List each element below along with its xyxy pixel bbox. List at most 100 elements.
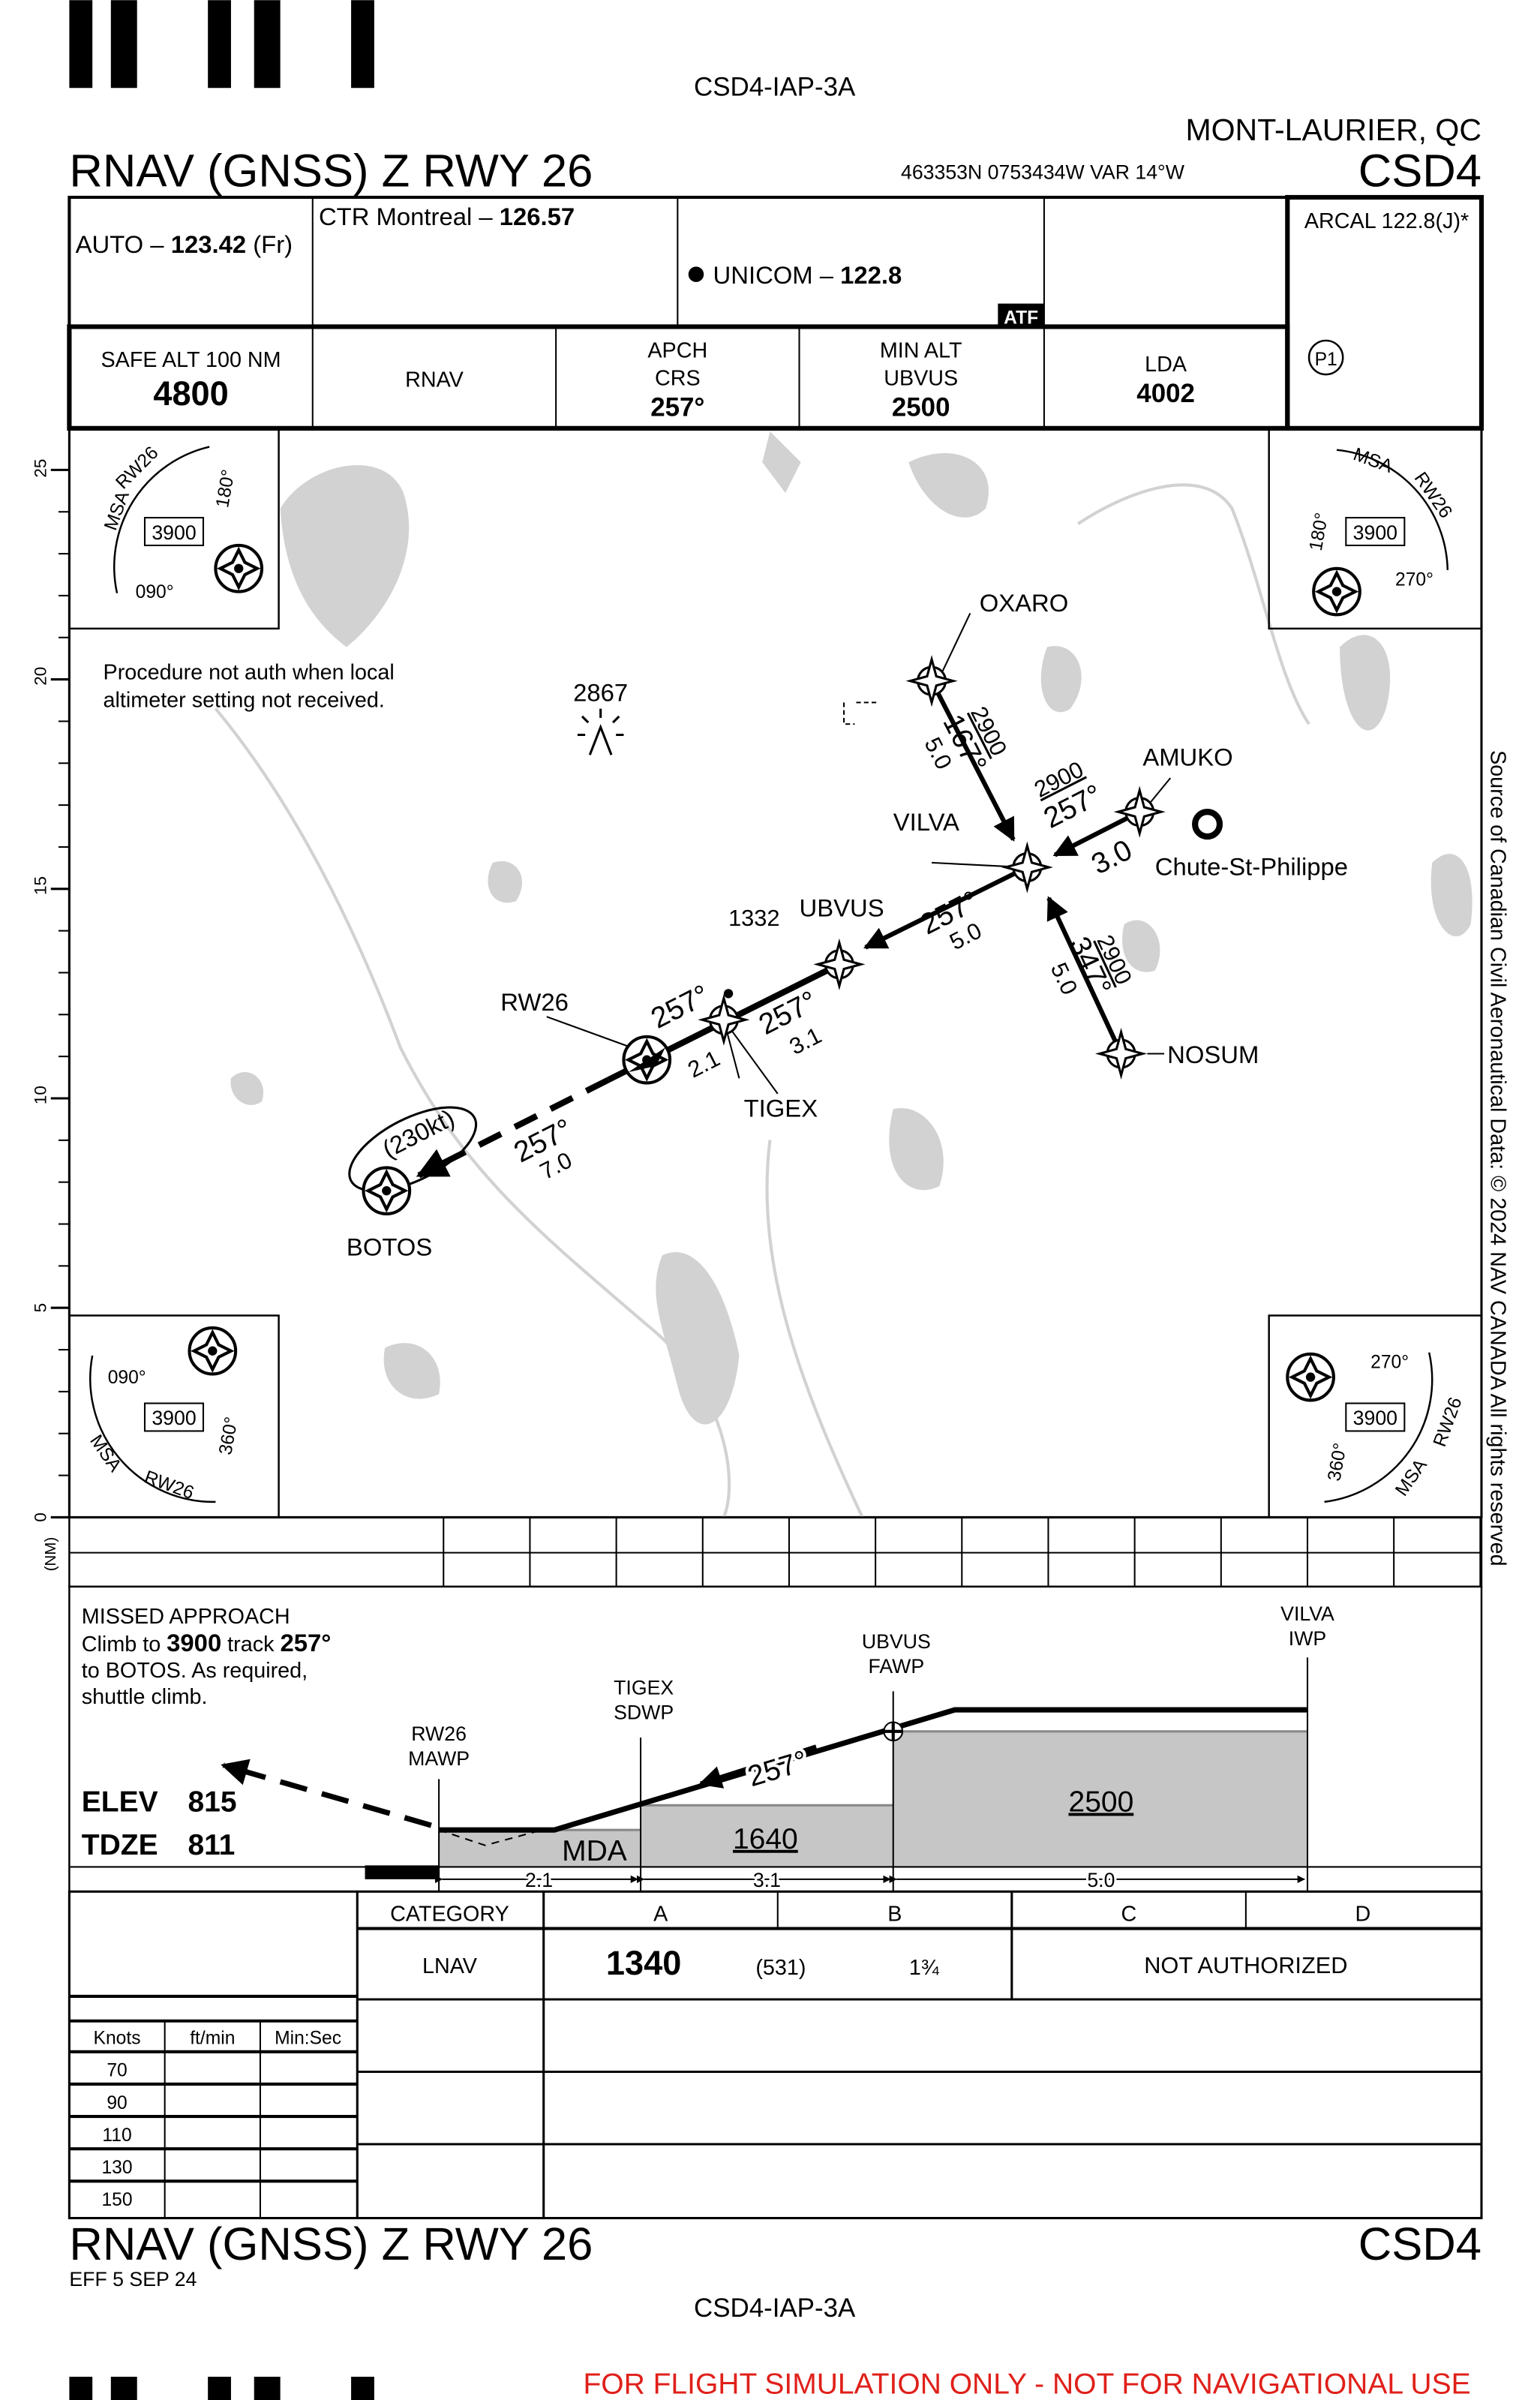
waypoint-nosum[interactable]: NOSUM xyxy=(1098,1031,1259,1077)
distance-label: 2.1 xyxy=(525,1869,553,1891)
procedure-note-line1: Procedure not auth when local xyxy=(104,661,395,685)
town-icon xyxy=(1192,809,1223,840)
fix-name: TIGEX xyxy=(614,1677,674,1699)
fix-role: FAWP xyxy=(869,1655,925,1678)
safe-alt-value: 4800 xyxy=(153,374,228,413)
missed-approach-title: MISSED APPROACH xyxy=(82,1605,290,1629)
speed-header: ft/min xyxy=(190,2029,235,2049)
category-d: D xyxy=(1355,1902,1371,1926)
mda-label: MDA xyxy=(562,1835,627,1867)
waypoint-label: VILVA xyxy=(893,808,959,836)
speed-row: 110 xyxy=(102,2125,131,2146)
category-header: CATEGORY xyxy=(390,1902,509,1926)
data-source: Source of Canadian Civil Aeronautical Da… xyxy=(1485,750,1509,1566)
pcl-icon xyxy=(688,266,704,282)
profile-grid-strip xyxy=(68,1516,1483,1588)
runway-bar xyxy=(365,1865,440,1879)
msa-bottom-left: 3900 090° 360° MSA RW26 xyxy=(68,1314,280,1518)
arcal-frequency: ARCAL 122.8(J)* xyxy=(1304,209,1469,233)
missed-approach-line2: to BOTOS. As required, xyxy=(82,1659,308,1683)
lnav-visibility: 1¾ xyxy=(909,1956,940,1980)
fix-name: RW26 xyxy=(411,1723,467,1745)
atf-badge xyxy=(998,303,1044,327)
cd-status: NOT AUTHORIZED xyxy=(1144,1952,1347,1978)
airport-symbol xyxy=(843,701,878,725)
scale-label: 25 xyxy=(32,459,50,478)
waypoint-rw26[interactable]: RW26 xyxy=(500,988,670,1083)
min-alt-label1: MIN ALT xyxy=(880,339,962,363)
tdze-value: 811 xyxy=(188,1829,235,1861)
msa-top-left: 3900 MSA RW26 090° 180° xyxy=(68,427,280,630)
elev-value: 815 xyxy=(188,1786,236,1819)
msa-label: MSA xyxy=(1391,1455,1431,1500)
missed-approach-line3: shuttle climb. xyxy=(82,1685,208,1709)
msa-alt: 3900 xyxy=(152,521,196,544)
leg-tigex-rw26-dist: 2.1 xyxy=(683,1045,724,1083)
obstacle-dot xyxy=(723,989,734,999)
category-a: A xyxy=(653,1902,668,1926)
msa-ref: RW26 xyxy=(112,443,162,493)
msa-label: MSA xyxy=(86,1431,125,1476)
msa-label: MSA xyxy=(1350,444,1395,477)
msa-alt: 3900 xyxy=(1353,1407,1397,1429)
waypoint-label: NOSUM xyxy=(1167,1041,1259,1068)
waypoint-label: TIGEX xyxy=(744,1095,818,1122)
waypoint-label: UBVUS xyxy=(800,894,884,922)
scale-label: 15 xyxy=(32,876,50,895)
distance-scale: 0 5 10 15 20 25 (NM) xyxy=(32,428,71,1572)
waypoint-vilva[interactable]: VILVA xyxy=(893,808,1050,891)
profile-view: MISSED APPROACH Climb to 3900 track 257°… xyxy=(68,1585,1483,1894)
footer-ident: CSD4 xyxy=(1358,2218,1481,2270)
msa-brg: 360° xyxy=(1324,1441,1350,1482)
lda-label: LDA xyxy=(1145,353,1187,377)
msa-ref: RW26 xyxy=(1430,1395,1466,1449)
msa-top-right: 3900 MSA RW26 270° 180° xyxy=(1268,427,1483,630)
lda-value: 4002 xyxy=(1136,379,1195,408)
waypoint-tigex[interactable]: TIGEX xyxy=(701,997,818,1122)
lighted-obstacle-icon xyxy=(577,708,624,755)
obstacle-1332: 1332 xyxy=(728,905,779,931)
lnav-hat: (531) xyxy=(755,1956,806,1980)
waypoint-botos[interactable]: BOTOS xyxy=(347,1167,432,1260)
msa-brg: 180° xyxy=(212,468,239,509)
scale-label: 20 xyxy=(32,667,50,686)
leg-tigex-rw26-crs: 257° xyxy=(646,979,714,1035)
obstacle-elevation: 2867 xyxy=(573,678,628,706)
min-alt-value: 2500 xyxy=(892,393,950,422)
effective-date: EFF 5 SEP 24 xyxy=(69,2268,197,2290)
waypoint-label: RW26 xyxy=(500,988,569,1016)
registration-bars-top xyxy=(69,0,374,89)
msa-alt: 3900 xyxy=(152,1407,196,1429)
distance-label: 3.1 xyxy=(753,1869,781,1891)
unicom-frequency: UNICOM – 122.8 xyxy=(713,261,902,289)
doc-id: CSD4-IAP-3A xyxy=(694,72,856,101)
msa-bottom-right: 3900 270° 360° MSA RW26 xyxy=(1268,1314,1483,1518)
altitude-2500: 2500 xyxy=(1069,1786,1134,1819)
msa-ref: RW26 xyxy=(1410,469,1456,522)
waypoint-amuko[interactable]: AMUKO xyxy=(1116,743,1233,835)
msa-alt: 3900 xyxy=(1353,521,1397,544)
category-c: C xyxy=(1121,1902,1136,1926)
scale-unit: (NM) xyxy=(42,1537,59,1572)
speed-row: 70 xyxy=(107,2061,127,2081)
speed-row: 90 xyxy=(107,2093,127,2113)
lnav-mda: 1340 xyxy=(606,1944,681,1982)
lnav-label: LNAV xyxy=(422,1954,478,1978)
waypoint-oxaro[interactable]: OXARO xyxy=(908,589,1069,704)
nav-type: RNAV xyxy=(405,368,464,392)
elev-label: ELEV xyxy=(82,1786,158,1819)
scale-label: 5 xyxy=(32,1303,50,1313)
waypoint-label: OXARO xyxy=(980,589,1069,617)
waypoint-ubvus[interactable]: UBVUS xyxy=(800,894,884,987)
fix-role: MAWP xyxy=(408,1747,470,1770)
apch-crs-label2: CRS xyxy=(655,366,701,390)
procedure-title: RNAV (GNSS) Z RWY 26 xyxy=(69,146,593,197)
missed-approach-line1: Climb to 3900 track 257° xyxy=(82,1629,332,1657)
safe-alt-label: SAFE ALT 100 NM xyxy=(101,348,281,372)
speed-row: 130 xyxy=(101,2158,132,2178)
msa-brg: 360° xyxy=(215,1415,242,1456)
scale-label: 10 xyxy=(32,1086,50,1104)
registration-bars-bottom xyxy=(69,2376,374,2400)
min-alt-label2: UBVUS xyxy=(884,366,958,390)
waypoint-label: AMUKO xyxy=(1142,743,1232,771)
